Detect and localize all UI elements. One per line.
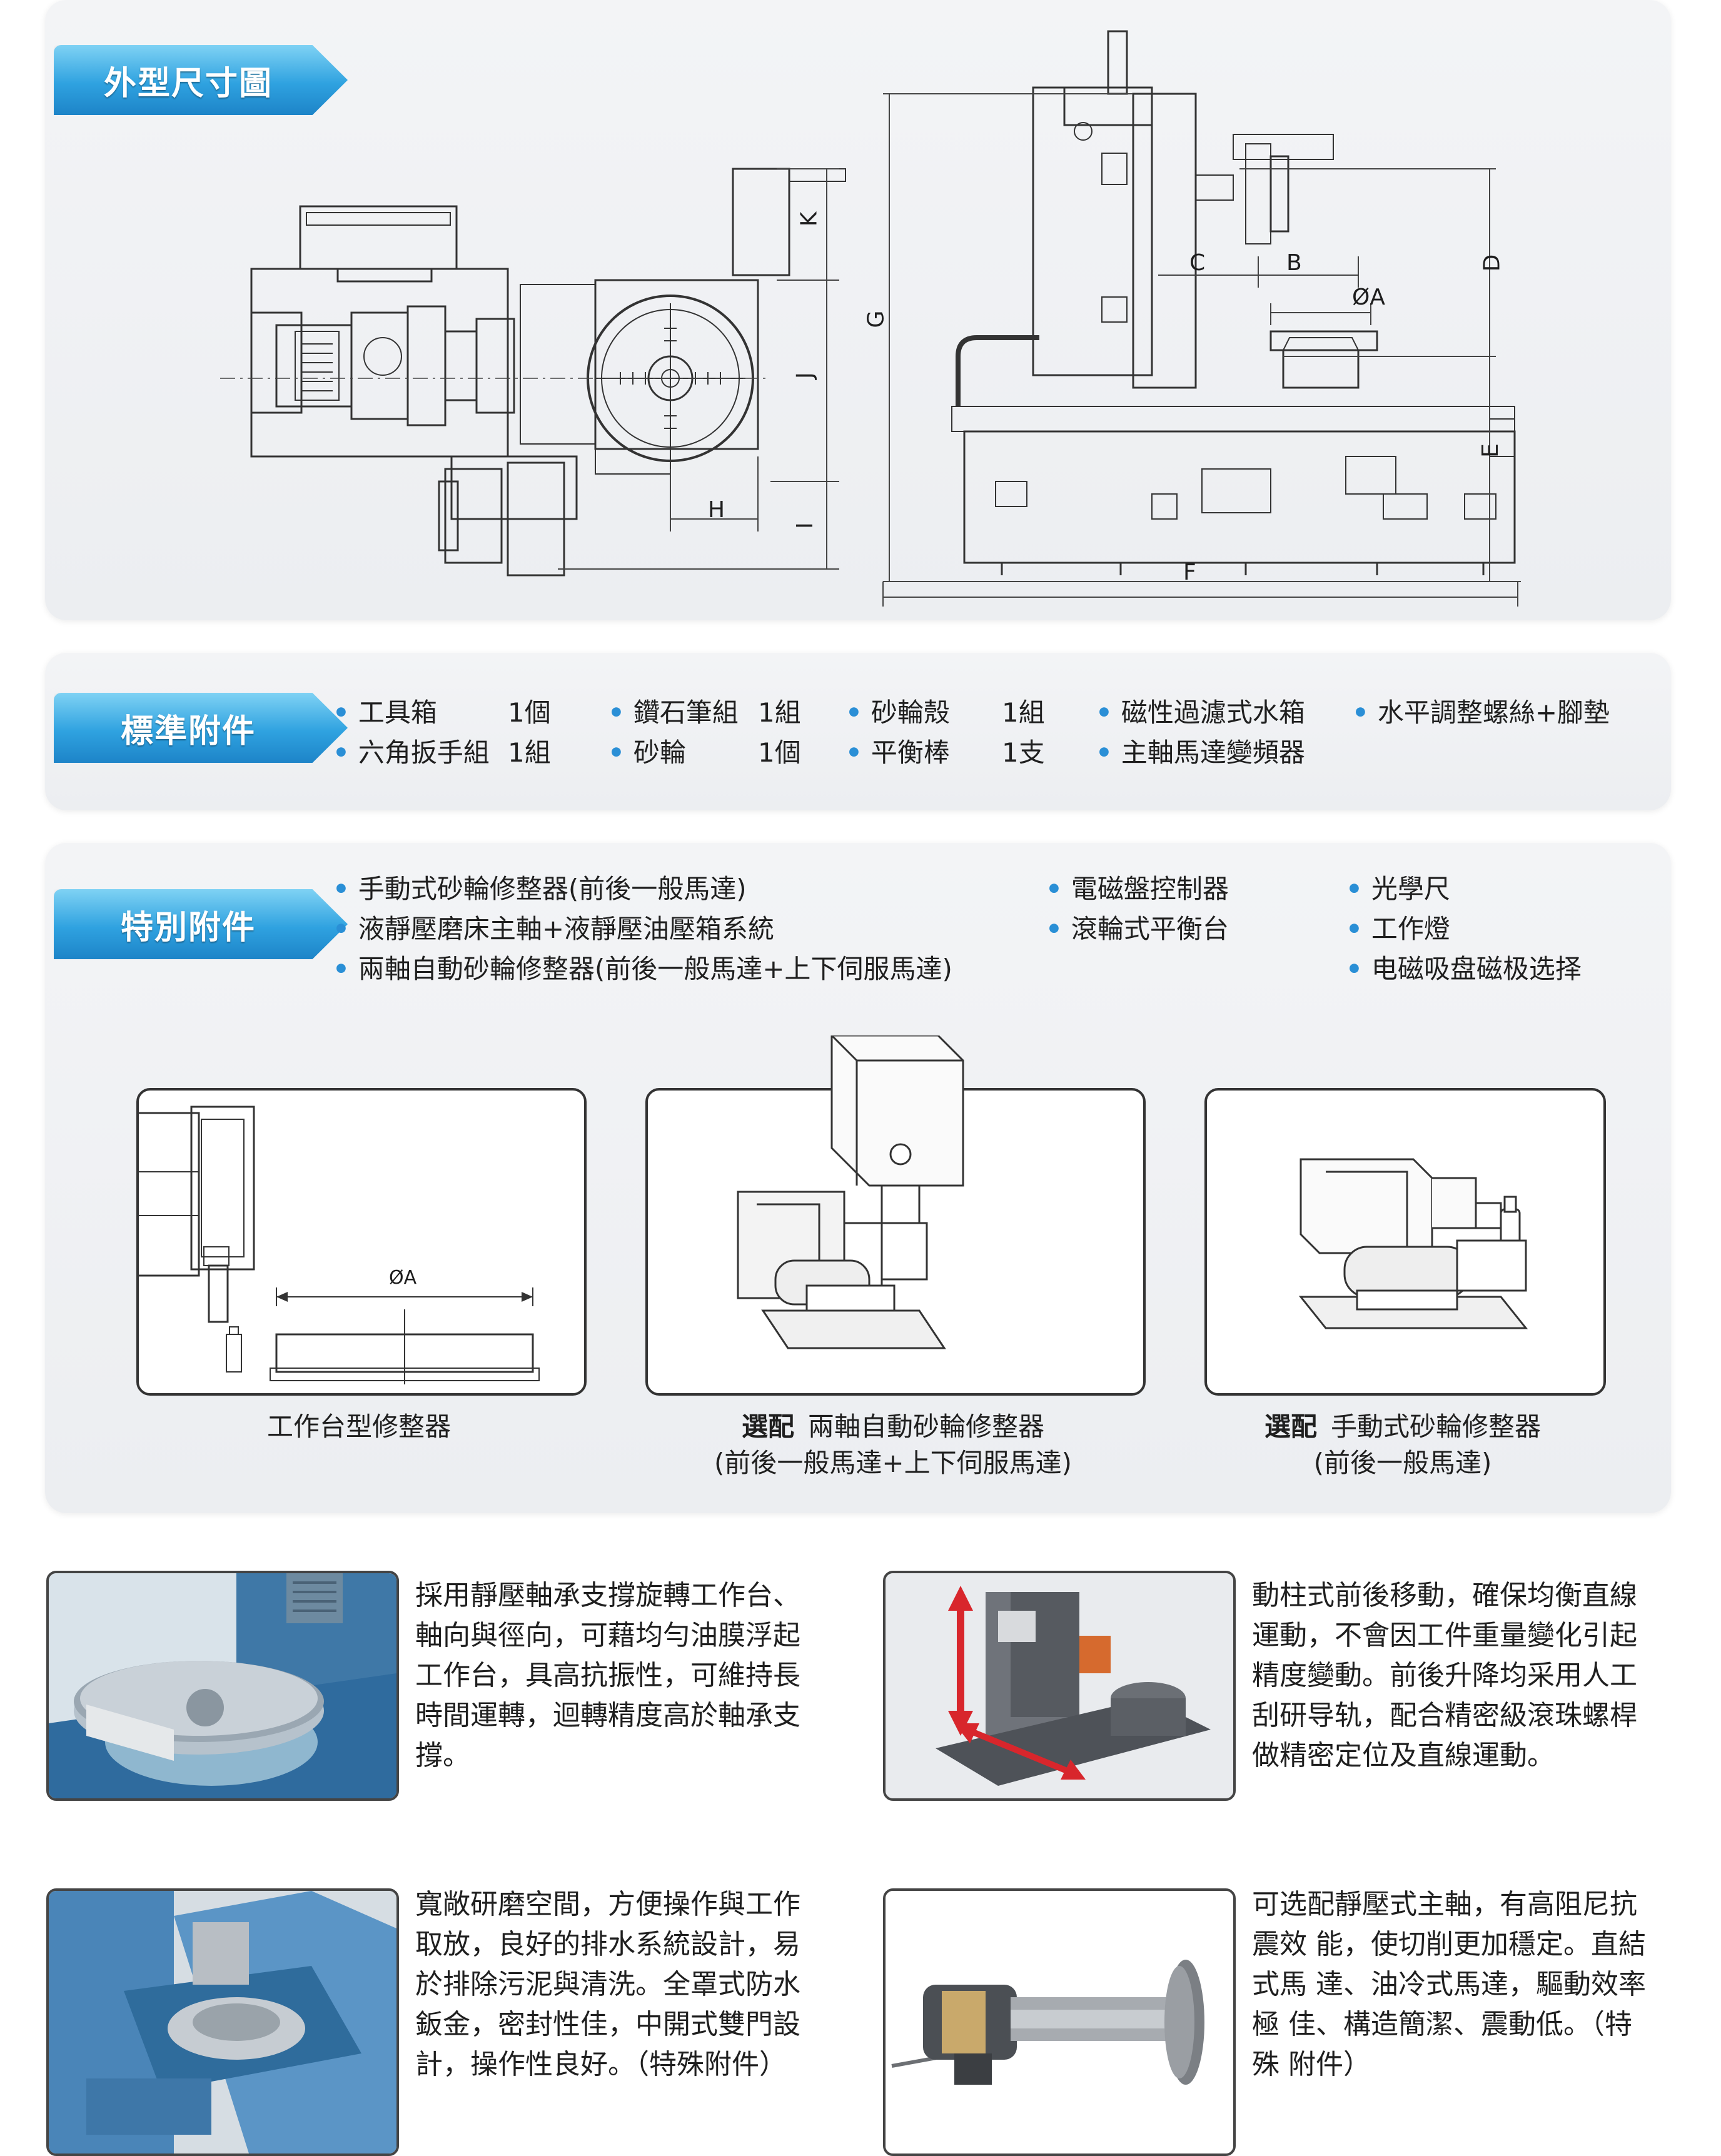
special-item: •電磁盤控制器: [1046, 874, 1229, 904]
feature-text-4: 可选配靜壓式主軸，有高阻尼抗 震效 能，使切削更加穩定。直結 式馬 達、油冷式馬…: [1252, 1888, 1646, 2080]
dim-label-K: K: [796, 211, 822, 227]
option-subcaption: (前後一般馬達): [1313, 1448, 1492, 1478]
standard-panel: 標準附件 •工具箱 1個 •鑽石筆組 1組 •砂輪殼 1組 •磁性過濾式水箱 •…: [45, 653, 1671, 810]
standard-qty: 1支: [1002, 737, 1045, 768]
option-table-dresser-image: ØA: [136, 1088, 587, 1396]
option-subcaption: (前後一般馬達+上下伺服馬達): [714, 1448, 1072, 1478]
dim-label-B: B: [1286, 250, 1302, 276]
special-tab: 特別附件: [54, 889, 348, 959]
two-axis-dresser-drawing: [719, 1034, 1082, 1388]
dim-label-F: F: [1183, 560, 1196, 585]
standard-item: •砂輪: [608, 737, 686, 768]
option-caption: 工作台型修整器: [266, 1411, 451, 1442]
option-dim-label: ØA: [389, 1267, 417, 1289]
dimensions-panel: 外型尺寸圖: [45, 0, 1671, 620]
dim-label-G: G: [863, 310, 889, 328]
dim-label-C: C: [1189, 250, 1206, 276]
feature-text-3: 寬敞研磨空間，方便操作與工作 取放，良好的排水系統設計，易 於排除污泥與清洗。全…: [415, 1888, 800, 2080]
feature-text-2: 動柱式前後移動，確保均衡直線 運動，不會因工件重量變化引起 精度變動。前後升降均…: [1252, 1579, 1637, 1771]
standard-item: •鑽石筆組: [608, 697, 739, 728]
standard-item: •六角扳手組: [333, 737, 490, 768]
standard-qty: 1個: [758, 737, 801, 768]
dim-label-I: I: [792, 522, 818, 529]
top-view-drawing: [183, 144, 871, 594]
standard-tab: 標準附件: [54, 693, 348, 763]
standard-qty: 1個: [508, 697, 551, 728]
option-caption: 選配兩軸自動砂輪修整器: [741, 1411, 1045, 1442]
standard-item: •主軸馬達變頻器: [1096, 737, 1305, 768]
option-tag: 選配: [741, 1411, 794, 1442]
special-item: •电磁吸盘磁极选择: [1346, 954, 1582, 984]
standard-item: •平衡棒: [845, 737, 950, 768]
feature-photo-rotary-table: [46, 1571, 399, 1801]
standard-qty: 1組: [508, 737, 551, 768]
standard-qty: 1組: [758, 697, 801, 728]
standard-item: •磁性過濾式水箱: [1096, 697, 1305, 728]
special-item: •兩軸自動砂輪修整器(前後一般馬達+上下伺服馬達): [333, 954, 952, 984]
special-item: •手動式砂輪修整器(前後一般馬達): [333, 874, 747, 904]
dim-label-D: D: [1479, 254, 1505, 272]
feature-photo-moving-column: [883, 1571, 1236, 1801]
feature-photo-spindle: [883, 1888, 1236, 2156]
standard-item: •砂輪殼: [845, 697, 950, 728]
option-caption: 選配手動式砂輪修整器: [1264, 1411, 1542, 1442]
special-item: •液靜壓磨床主軸+液靜壓油壓箱系統: [333, 914, 775, 944]
dim-label-A: ØA: [1352, 285, 1385, 310]
special-item: •光學尺: [1346, 874, 1450, 904]
special-panel: 特別附件 •手動式砂輪修整器(前後一般馬達) •液靜壓磨床主軸+液靜壓油壓箱系統…: [45, 843, 1671, 1513]
special-item: •滾輪式平衡台: [1046, 914, 1229, 944]
dim-label-H: H: [708, 497, 725, 523]
dimensions-tab: 外型尺寸圖: [54, 45, 348, 115]
standard-item: •水平調整螺絲+腳墊: [1352, 697, 1610, 728]
feature-text-1: 採用靜壓軸承支撐旋轉工作台、 軸向與徑向，可藉均勻油膜浮起 工作台，具高抗振性，…: [415, 1579, 800, 1771]
dim-label-E: E: [1477, 443, 1503, 458]
option-manual-dresser-image: [1204, 1088, 1606, 1396]
side-view-drawing: [858, 19, 1558, 607]
standard-qty: 1組: [1002, 697, 1045, 728]
option-tag: 選配: [1264, 1411, 1317, 1442]
feature-photo-grinding-space: [46, 1888, 399, 2156]
dim-label-J: J: [792, 372, 818, 379]
special-item: •工作燈: [1346, 914, 1450, 944]
standard-item: •工具箱: [333, 697, 437, 728]
